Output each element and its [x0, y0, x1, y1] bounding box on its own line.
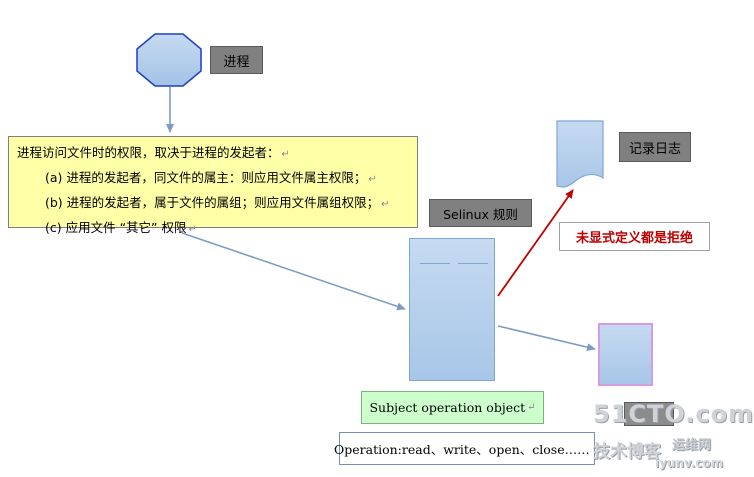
permission-rules-box: 进程访问文件时的权限，取决于进程的发起者：↵ (a) 进程的发起者，同文件的属主… — [8, 136, 418, 235]
rule-dash-left — [420, 263, 450, 264]
arrow-selinux-to-object — [497, 325, 596, 352]
permission-line-intro: 进程访问文件时的权限，取决于进程的发起者：↵ — [17, 145, 290, 160]
process-label-text: 进程 — [223, 54, 250, 70]
selinux-label-text: Selinux 规则 — [443, 206, 518, 222]
log-label: 记录日志 — [619, 132, 691, 162]
permission-line-b: (b) 进程的发起者，属于文件的属组；则应用文件属组权限；↵ — [45, 195, 390, 210]
process-octagon-shape — [136, 33, 202, 87]
subject-operation-object-box: Subject operation object↵ — [361, 391, 544, 424]
arrow-selinux-to-log — [497, 189, 574, 297]
deny-rule-box: 未显式定义都是拒绝 — [559, 222, 710, 251]
watermark-yunwei: 运维网 — [672, 438, 712, 453]
deny-rule-text: 未显式定义都是拒绝 — [575, 231, 693, 246]
watermark-tech-blog: 技术博客 — [593, 442, 661, 462]
subject-operation-object-text: Subject operation object — [369, 400, 526, 415]
permission-line-c: (c) 应用文件 “其它” 权限↵ — [45, 220, 197, 235]
log-label-text: 记录日志 — [628, 141, 681, 157]
operation-list-box: Operation:read、write、open、close……↵ — [334, 432, 600, 465]
rule-dash-right — [458, 263, 488, 264]
watermark-iyunv: iyunv.com — [655, 456, 724, 470]
hidden-gray-tag — [624, 402, 674, 426]
arrow-permissions-to-selinux — [181, 232, 406, 311]
process-label: 进程 — [210, 46, 263, 74]
connector-layer — [166, 87, 596, 352]
object-square — [598, 323, 653, 386]
selinux-rule-block — [409, 238, 495, 381]
log-document-shape — [556, 120, 604, 188]
watermark-51cto: 51CTO.com — [593, 400, 754, 428]
selinux-label: Selinux 规则 — [429, 199, 532, 227]
permission-line-a: (a) 进程的发起者，同文件的属主：则应用文件属主权限；↵ — [45, 170, 377, 185]
operation-list-text: Operation:read、write、open、close…… — [334, 442, 590, 457]
